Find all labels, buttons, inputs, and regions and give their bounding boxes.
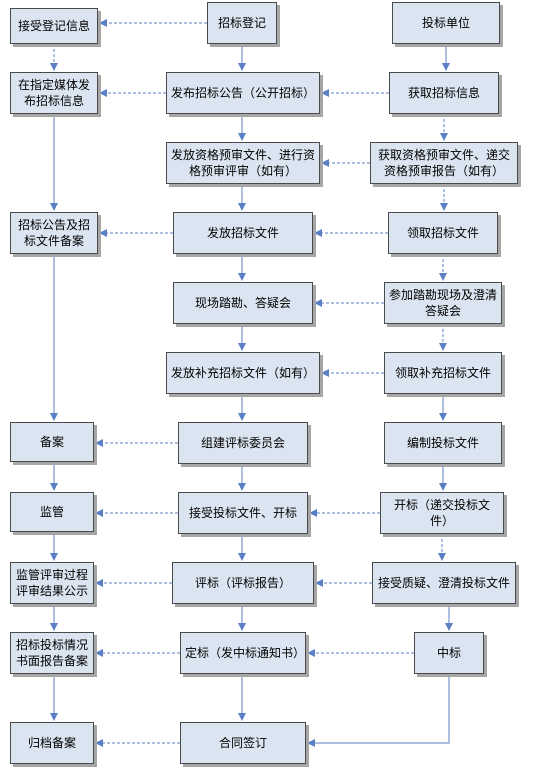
arrow-winning-to-contract	[307, 674, 450, 747]
media-publish-box: 在指定媒体发 布招标信息	[10, 72, 98, 114]
get-tender-info-box: 获取招标信息	[389, 72, 499, 114]
archive-filing-box: 归档备案	[10, 722, 94, 764]
site-visit-box: 现场踏勘、答疑会	[173, 282, 313, 324]
supervise-evaluation-box: 监管评审过程 评审结果公示	[10, 562, 94, 604]
award-box: 定标（发中标通知书）	[180, 632, 306, 674]
clarify-box: 接受质疑、澄清投标文件	[372, 562, 516, 604]
join-site-visit-box: 参加踏勘现场及澄清 答疑会	[384, 282, 502, 324]
receive-bids-box: 接受投标文件、开标	[178, 492, 308, 534]
notice-filing-box: 招标公告及招 标文件备案	[10, 212, 98, 254]
winning-bid-box: 中标	[414, 632, 484, 674]
report-filing-box: 招标投标情况 书面报告备案	[10, 632, 94, 674]
contract-signing-box: 合同签订	[180, 722, 306, 764]
issue-prequal-box: 发放资格预审文件、进行资 格预审评审（如有）	[166, 142, 320, 184]
get-prequal-box: 获取资格预审文件、递交 资格预审报告（如有）	[370, 142, 518, 184]
evaluate-box: 评标（评标报告）	[172, 562, 314, 604]
filing-box: 备案	[10, 422, 94, 462]
open-bid-box: 开标（递交投标文件）	[380, 492, 504, 534]
issue-supplement-box: 发放补充招标文件（如有）	[166, 352, 320, 394]
bidder-box: 投标单位	[392, 2, 500, 44]
prepare-bid-box: 编制投标文件	[384, 422, 502, 464]
publish-notice-box: 发布招标公告（公开招标）	[166, 72, 320, 114]
receive-tender-docs-box: 领取招标文件	[388, 212, 498, 254]
accept-registration-info-box: 接受登记信息	[10, 8, 98, 44]
issue-tender-docs-box: 发放招标文件	[173, 212, 313, 254]
supervise-box: 监管	[10, 492, 94, 532]
receive-supplement-box: 领取补充招标文件	[384, 352, 502, 394]
tender-registration-box: 招标登记	[207, 2, 277, 44]
form-committee-box: 组建评标委员会	[178, 422, 308, 464]
